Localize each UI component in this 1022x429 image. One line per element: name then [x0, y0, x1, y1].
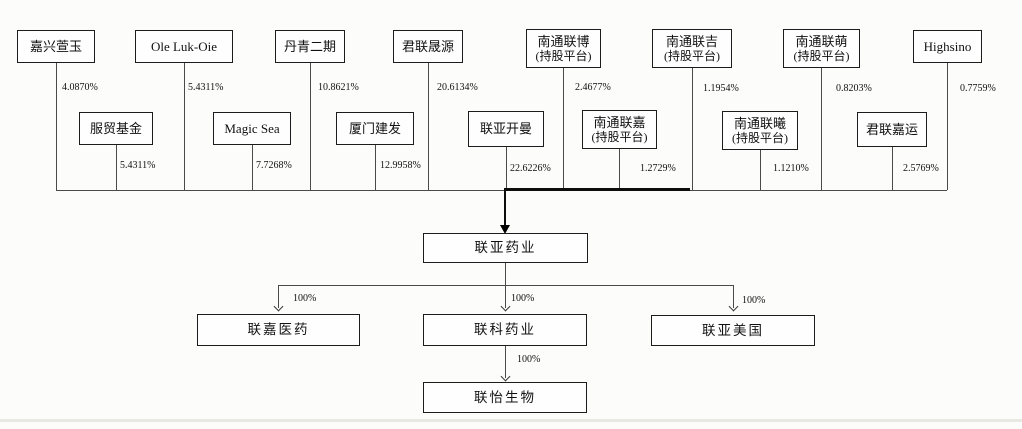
box-danqing-phase2: 丹青二期 [275, 30, 345, 63]
entity-name: 南通联嘉 [593, 114, 646, 130]
connector-line [760, 150, 761, 190]
entity-name: 嘉兴萱玉 [29, 38, 82, 54]
connector-line [563, 68, 564, 190]
connector-line [619, 149, 620, 190]
entity-name: 厦门建发 [348, 120, 401, 136]
connector-line [184, 63, 185, 190]
box-ole-luk-oie: Ole Luk-Oie [135, 30, 233, 63]
ownership-pct: 4.0870% [62, 82, 98, 93]
ownership-pct: 100% [511, 293, 535, 304]
box-nantong-lianjia: 南通联嘉(持股平台) [582, 110, 657, 149]
ownership-pct: 0.7759% [960, 83, 996, 94]
box-nantong-lianji: 南通联吉(持股平台) [652, 29, 732, 68]
ownership-pct: 1.2729% [640, 163, 676, 174]
entity-name: 丹青二期 [283, 38, 336, 54]
entity-subtitle: (持股平台) [591, 130, 648, 145]
connector-line [310, 63, 311, 190]
box-nantong-lianbo: 南通联博(持股平台) [526, 29, 601, 68]
entity-subtitle: (持股平台) [793, 49, 850, 64]
page-divider [0, 419, 1022, 422]
box-nantong-lianxi: 南通联曦(持股平台) [722, 111, 798, 150]
connector-line [116, 145, 117, 190]
box-highsino: Highsino [913, 30, 982, 63]
connector-line [947, 63, 948, 190]
entity-name: Ole Luk-Oie [150, 38, 218, 54]
ownership-pct: 12.9958% [380, 160, 421, 171]
connector-line [892, 147, 893, 190]
ownership-pct: 22.6226% [510, 163, 551, 174]
arrow-down-icon [500, 371, 511, 382]
box-lianya-pharma: 联亚药业 [423, 233, 588, 263]
box-junlian-shengyuan: 君联晟源 [393, 30, 463, 63]
entity-subtitle: (持股平台) [732, 131, 788, 146]
arrow-down-icon [273, 301, 284, 312]
arrow-down-icon [500, 301, 511, 312]
entity-name: 南通联博 [537, 33, 590, 49]
box-lianyi-bio: 联怡生物 [423, 382, 587, 413]
ownership-pct: 0.8203% [836, 83, 872, 94]
box-xiamen-jianfa: 厦门建发 [336, 112, 414, 145]
ownership-pct: 100% [293, 293, 317, 304]
ownership-pct: 2.4677% [575, 82, 611, 93]
ownership-pct: 1.1210% [773, 163, 809, 174]
entity-name: 联亚美国 [702, 322, 764, 338]
bus-line-thick-segment [504, 188, 690, 191]
entity-name: 君联晟源 [401, 38, 454, 54]
connector-line [506, 147, 507, 190]
connector-line [252, 145, 253, 190]
connector-line [692, 68, 693, 190]
arrow-down-icon [500, 225, 510, 234]
entity-name: 南通联吉 [665, 33, 718, 49]
bus-line [56, 190, 947, 191]
entity-name: 君联嘉运 [865, 121, 918, 137]
ownership-pct: 10.8621% [318, 82, 359, 93]
ownership-pct: 1.1954% [703, 83, 739, 94]
box-lianjia-pharma: 联嘉医药 [197, 314, 360, 346]
box-nantong-lianmeng: 南通联萌(持股平台) [783, 29, 860, 68]
ownership-pct: 2.5769% [903, 163, 939, 174]
connector-line [375, 145, 376, 190]
connector-line [56, 63, 57, 190]
box-lianke-pharma: 联科药业 [423, 314, 587, 346]
entity-name: 南通联萌 [795, 33, 848, 49]
ownership-pct: 100% [742, 295, 766, 306]
box-fumao-fund: 服贸基金 [79, 112, 153, 145]
connector-line [733, 285, 734, 308]
box-lianya-usa: 联亚美国 [651, 315, 815, 346]
arrow-down-icon [728, 301, 739, 312]
ownership-pct: 5.4311% [188, 82, 224, 93]
entity-subtitle: (持股平台) [664, 49, 720, 64]
entity-name: Highsino [923, 38, 972, 54]
box-jiaxing-xuanyu: 嘉兴萱玉 [17, 30, 95, 63]
entity-name: 联亚开曼 [479, 121, 532, 137]
ownership-pct: 5.4311% [120, 160, 156, 171]
entity-name: 联嘉医药 [247, 322, 310, 338]
connector-line [821, 68, 822, 190]
box-junlian-jiayun: 君联嘉运 [857, 112, 927, 147]
entity-subtitle: (持股平台) [535, 49, 592, 64]
connector-line [505, 346, 506, 378]
entity-name: 南通联曦 [733, 115, 786, 131]
box-magic-sea: Magic Sea [213, 112, 291, 145]
ownership-pct: 100% [517, 354, 541, 365]
connector-line [278, 285, 279, 308]
entity-name: 联亚药业 [474, 240, 537, 256]
distribution-line [278, 285, 733, 286]
connector-line [428, 63, 429, 190]
ownership-pct: 20.6134% [437, 82, 478, 93]
entity-name: 联科药业 [474, 322, 536, 338]
entity-name: 服贸基金 [89, 120, 142, 136]
entity-name: 联怡生物 [474, 389, 536, 405]
ownership-pct: 7.7268% [256, 160, 292, 171]
entity-name: Magic Sea [224, 120, 280, 136]
main-arrow-line [504, 190, 506, 227]
box-lianya-cayman: 联亚开曼 [468, 111, 544, 147]
